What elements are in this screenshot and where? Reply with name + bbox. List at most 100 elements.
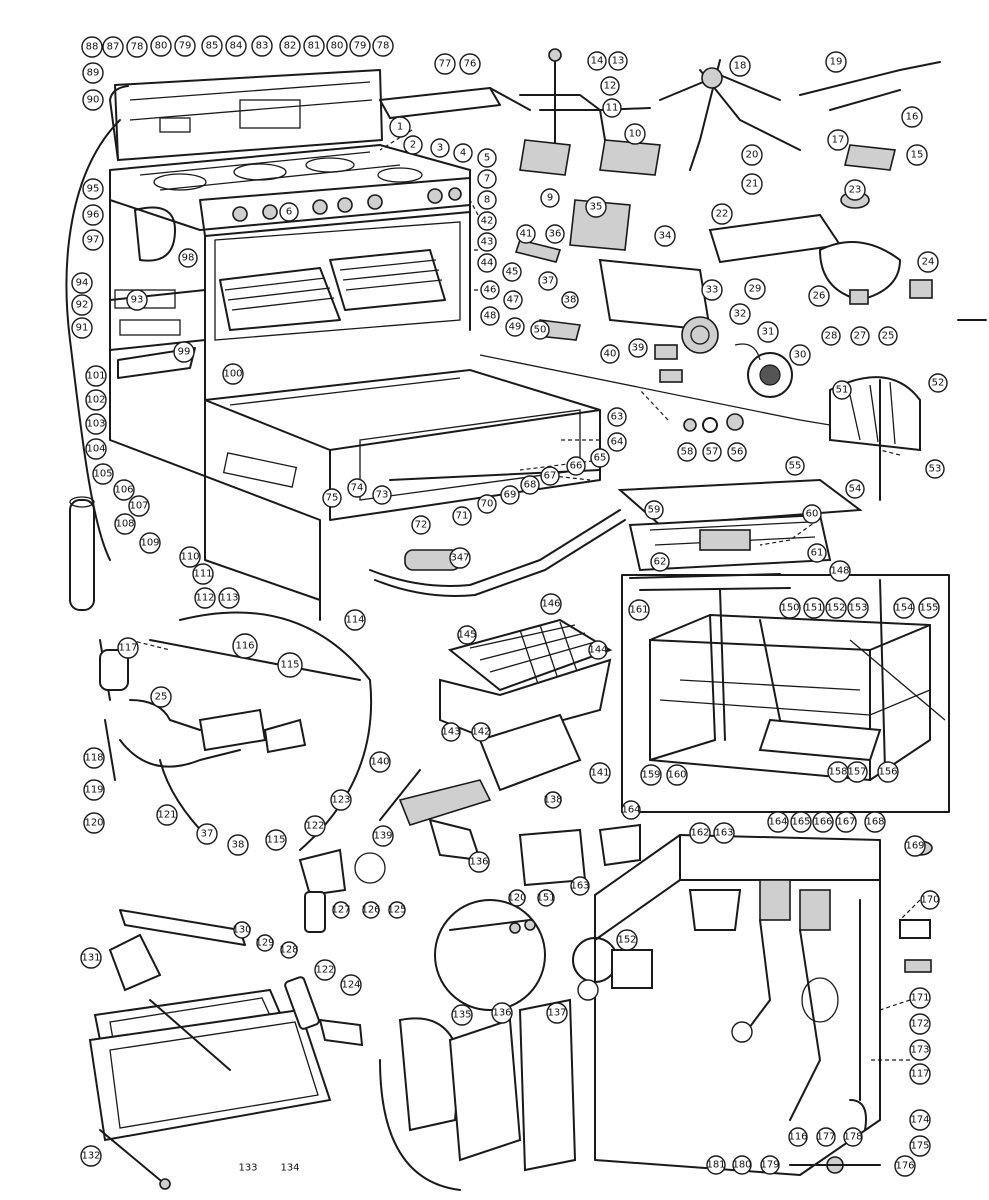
callout-79b: 79 [349, 35, 371, 57]
svg-text:162: 162 [690, 828, 709, 839]
svg-text:121: 121 [157, 810, 176, 821]
svg-text:103: 103 [86, 419, 105, 430]
callout-4: 4 [453, 143, 473, 163]
callout-13: 13 [608, 51, 628, 71]
svg-text:91: 91 [76, 323, 89, 334]
svg-text:112: 112 [195, 593, 214, 604]
callout-19: 19 [825, 51, 847, 73]
svg-text:38: 38 [232, 840, 245, 851]
callout-126: 126 [361, 901, 381, 919]
callout-46: 46 [480, 280, 500, 300]
svg-text:101: 101 [86, 371, 105, 382]
callout-40: 40 [600, 344, 620, 364]
callout-153: 153 [847, 597, 869, 619]
svg-text:143: 143 [441, 727, 460, 738]
svg-text:172: 172 [910, 1019, 929, 1030]
svg-text:163: 163 [714, 828, 733, 839]
svg-text:96: 96 [87, 210, 100, 221]
svg-text:117: 117 [910, 1069, 929, 1080]
callout-132: 132 [80, 1145, 102, 1167]
callout-152: 152 [825, 597, 847, 619]
callout-78: 78 [126, 36, 148, 58]
svg-text:94: 94 [76, 278, 89, 289]
callout-20: 20 [741, 144, 763, 166]
svg-text:151: 151 [536, 893, 555, 904]
svg-text:125: 125 [387, 905, 406, 916]
svg-text:116: 116 [788, 1132, 807, 1143]
svg-text:144: 144 [588, 645, 607, 656]
svg-text:75: 75 [326, 493, 339, 504]
svg-text:18: 18 [734, 61, 747, 72]
inset-frame-detail [621, 574, 950, 813]
svg-text:105: 105 [93, 469, 112, 480]
callout-142: 142 [471, 722, 491, 742]
callout-100: 100 [222, 363, 244, 385]
callout-93a: 93 [126, 289, 148, 311]
callout-73: 73 [372, 485, 392, 505]
callout-175: 175 [909, 1135, 931, 1157]
callout-122b: 122 [314, 959, 336, 981]
svg-text:34: 34 [659, 231, 672, 242]
svg-text:25: 25 [155, 692, 168, 703]
callout-62: 62 [650, 552, 670, 572]
svg-text:106: 106 [114, 485, 133, 496]
callout-180 [731, 1021, 753, 1043]
svg-text:67: 67 [544, 471, 557, 482]
svg-text:57: 57 [706, 447, 719, 458]
svg-text:8: 8 [484, 195, 490, 206]
callout-107: 107 [128, 495, 150, 517]
valve-assembly [379, 48, 941, 501]
callout-1: 1 [389, 116, 411, 138]
callout-185: 180 [732, 1155, 752, 1175]
svg-text:90: 90 [87, 95, 100, 106]
callout-347: 347 [449, 547, 471, 569]
svg-text:47: 47 [507, 295, 520, 306]
svg-text:10: 10 [629, 129, 642, 140]
callout-80b: 80 [326, 35, 348, 57]
svg-text:180: 180 [732, 1160, 751, 1171]
svg-text:9: 9 [547, 193, 553, 204]
callout-49: 49 [505, 317, 525, 337]
callout-93b: 92 [71, 294, 93, 316]
callout-122a: 122 [304, 815, 326, 837]
callout-102: 102 [85, 389, 107, 411]
callout-150: 150 [779, 597, 801, 619]
callout-43: 43 [477, 232, 497, 252]
callout-5: 5 [477, 148, 497, 168]
callout-79: 79 [174, 35, 196, 57]
callout-181 [577, 979, 599, 1001]
callout-117b: 117 [909, 1063, 931, 1085]
svg-text:179: 179 [760, 1160, 779, 1171]
svg-text:80: 80 [155, 41, 168, 52]
callout-89: 89 [82, 62, 104, 84]
svg-text:42: 42 [481, 216, 494, 227]
svg-text:15: 15 [911, 150, 924, 161]
callout-25: 25 [878, 326, 898, 346]
callout-118: 118 [83, 747, 105, 769]
svg-text:165: 165 [791, 817, 810, 828]
svg-text:160: 160 [667, 770, 686, 781]
callout-112: 112 [194, 587, 216, 609]
callout-53: 53 [925, 459, 945, 479]
callout-165: 165 [790, 811, 812, 833]
svg-text:145: 145 [457, 630, 476, 641]
callout-95: 95 [82, 178, 104, 200]
callout-151: 151 [803, 597, 825, 619]
broiler-pan-lower [88, 848, 386, 1190]
svg-text:181: 181 [706, 1160, 725, 1171]
svg-text:49: 49 [509, 322, 522, 333]
plain-labels: 133 134 [238, 1163, 299, 1174]
callout-163a: 163 [570, 876, 590, 896]
callout-26: 26 [808, 285, 830, 307]
svg-text:169: 169 [905, 841, 924, 852]
svg-text:65: 65 [594, 453, 607, 464]
callout-106: 106 [113, 479, 135, 501]
callout-164b: 164 [767, 811, 789, 833]
svg-text:150: 150 [780, 603, 799, 614]
svg-text:63: 63 [611, 412, 624, 423]
leader-lines [129, 129, 921, 1061]
callout-120b: 120 [507, 889, 527, 907]
callout-97: 97 [82, 229, 104, 251]
callout-104: 104 [85, 438, 107, 460]
callout-71: 71 [452, 506, 472, 526]
